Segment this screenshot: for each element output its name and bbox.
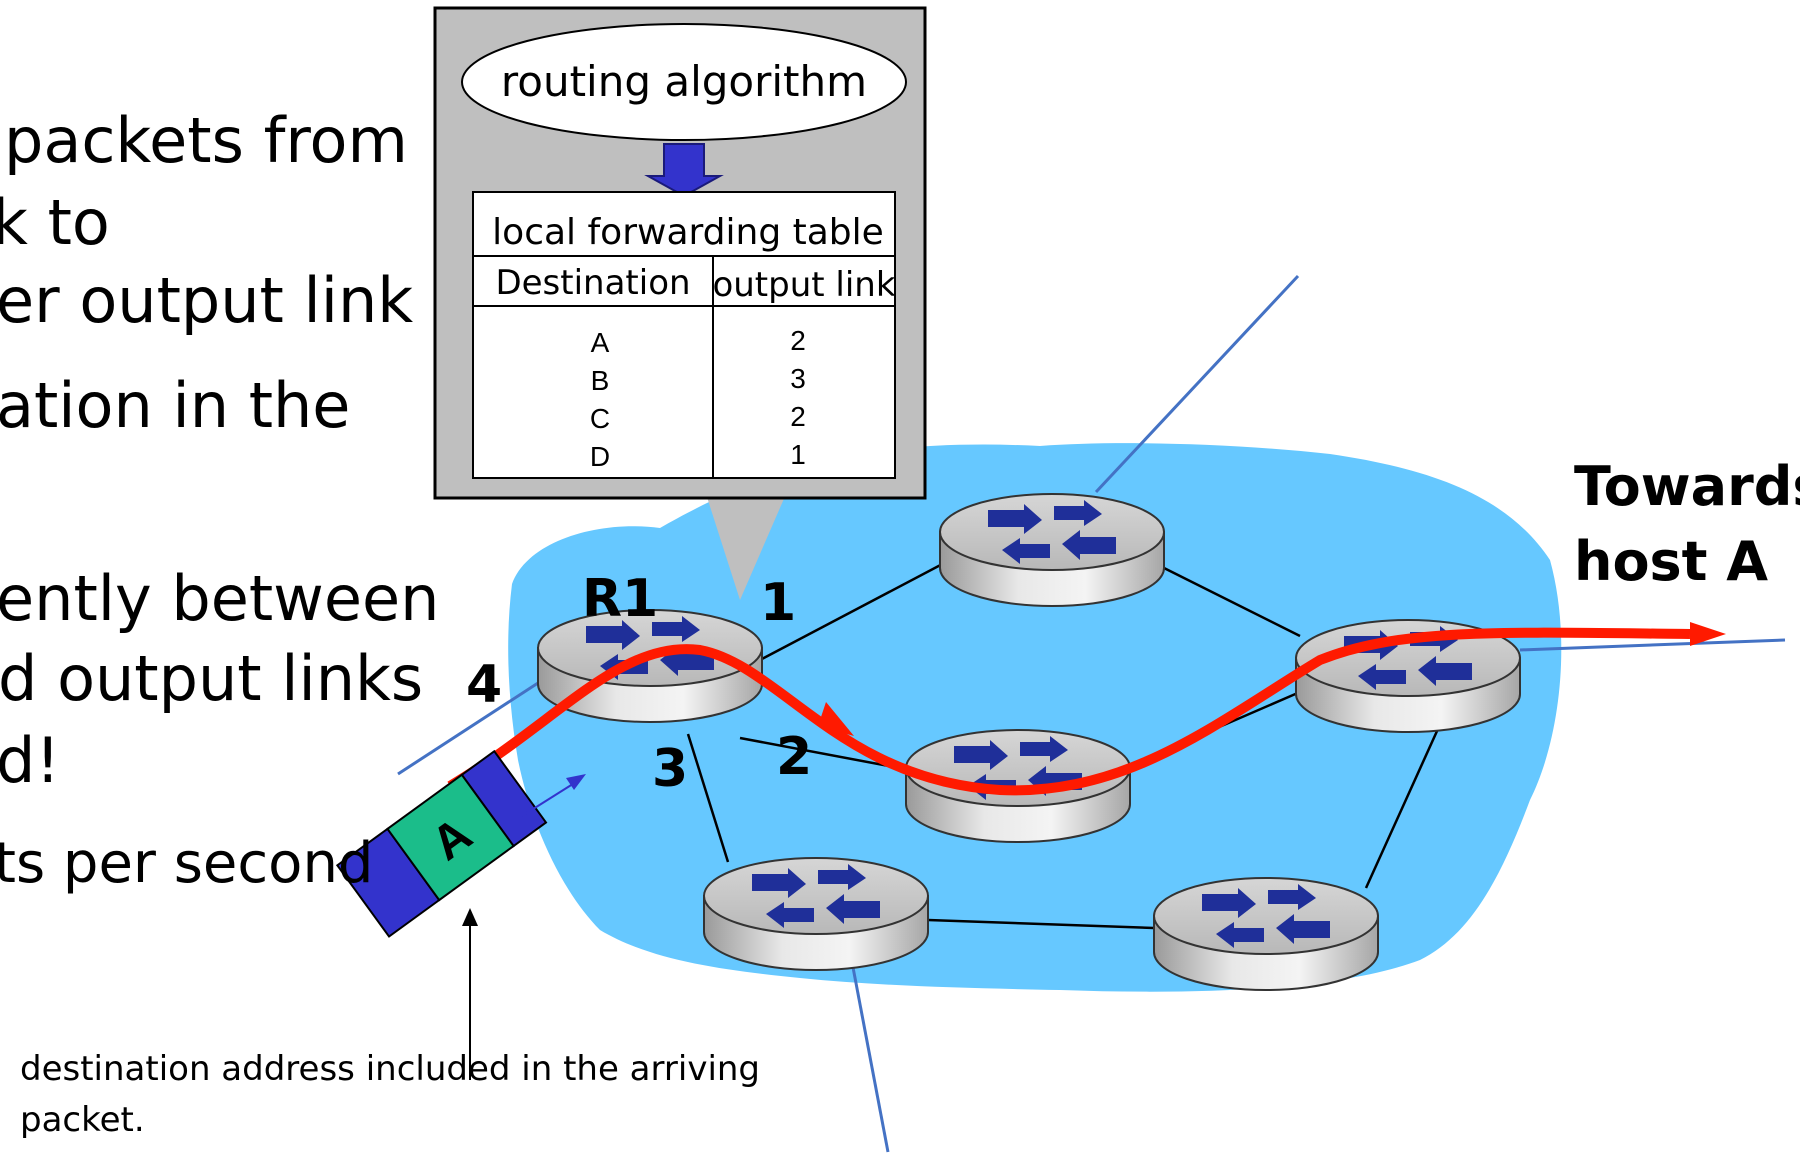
row-output-link: 2 (790, 401, 806, 432)
row-destination: A (591, 327, 610, 358)
forwarding-path (447, 627, 1691, 796)
forwarding-table-title: local forwarding table (492, 212, 884, 253)
link-bottom (850, 961, 890, 1153)
row-output-link: 2 (790, 325, 806, 356)
header-output-link: output link (712, 265, 895, 305)
port-label-3: 3 (652, 739, 688, 799)
router-bottom-left (703, 857, 929, 971)
bullet-text-8: ts per second (0, 831, 374, 896)
callout: routing algorithm local forwarding table… (433, 6, 927, 600)
bullet-text-7: d! (0, 724, 61, 797)
external-links (397, 274, 1786, 1153)
link-top (1094, 274, 1300, 494)
link-right (1519, 638, 1786, 652)
down-arrow-icon (644, 143, 724, 198)
row-destination: B (591, 365, 610, 396)
link-left (397, 668, 559, 776)
host-label-line-1: Towards (1574, 455, 1800, 518)
routing-algorithm-ellipse (461, 23, 907, 141)
router-label-r1: R1 (582, 569, 658, 629)
port-label-2: 2 (776, 727, 812, 787)
bullet-text-3: er output link (0, 264, 414, 337)
router-bottom-right (1153, 877, 1379, 991)
host-label: Towards host A (1574, 450, 1800, 599)
header-destination: Destination (495, 263, 690, 303)
bullet-text-2: k to (0, 186, 110, 259)
path-arrowhead (1690, 622, 1726, 646)
packet-direction-arrow (521, 781, 577, 817)
path-mid-arrowhead (818, 702, 854, 736)
caption-pointer-arrowhead (462, 908, 478, 926)
port-label-4: 4 (466, 655, 502, 715)
caption-line-1: destination address included in the arri… (20, 1049, 761, 1089)
row-output-link: 3 (790, 363, 806, 394)
row-output-link: 1 (790, 439, 806, 470)
caption: destination address included in the arri… (20, 1044, 760, 1146)
packet-direction-arrowhead (566, 774, 586, 790)
table-rows: A 2 B 3 C 2 D 1 (590, 325, 806, 472)
forwarding-table: local forwarding table Destination outpu… (472, 191, 896, 479)
router-top (939, 493, 1165, 607)
bullet-text-5: ently between (0, 562, 440, 635)
bullet-text-4: ation in the (0, 369, 351, 442)
row-destination: C (590, 403, 610, 434)
row-destination: D (590, 441, 610, 472)
packet: A (335, 749, 548, 938)
host-label-line-2: host A (1574, 529, 1769, 593)
bullet-text-6: d output links (0, 642, 424, 715)
bullet-text-1: packets from (4, 104, 408, 177)
network-cloud (508, 443, 1562, 992)
caption-line-2: packet. (20, 1100, 145, 1140)
routing-algorithm-label: routing algorithm (501, 57, 867, 106)
port-label-1: 1 (760, 573, 796, 633)
